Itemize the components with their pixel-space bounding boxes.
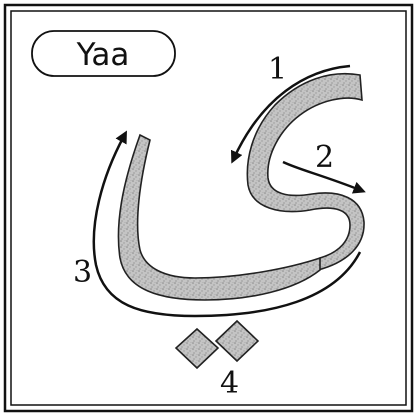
title-text: Yaa — [76, 37, 130, 73]
dots — [176, 321, 258, 368]
dot-right — [216, 321, 258, 361]
step-number-4: 4 — [220, 366, 239, 401]
dot-left — [176, 329, 218, 368]
title-badge: Yaa — [32, 31, 175, 76]
step-number-1: 1 — [268, 52, 287, 87]
step-number-2: 2 — [315, 140, 334, 175]
step-number-3: 3 — [73, 255, 92, 290]
yaa-letter-shape — [118, 74, 364, 300]
